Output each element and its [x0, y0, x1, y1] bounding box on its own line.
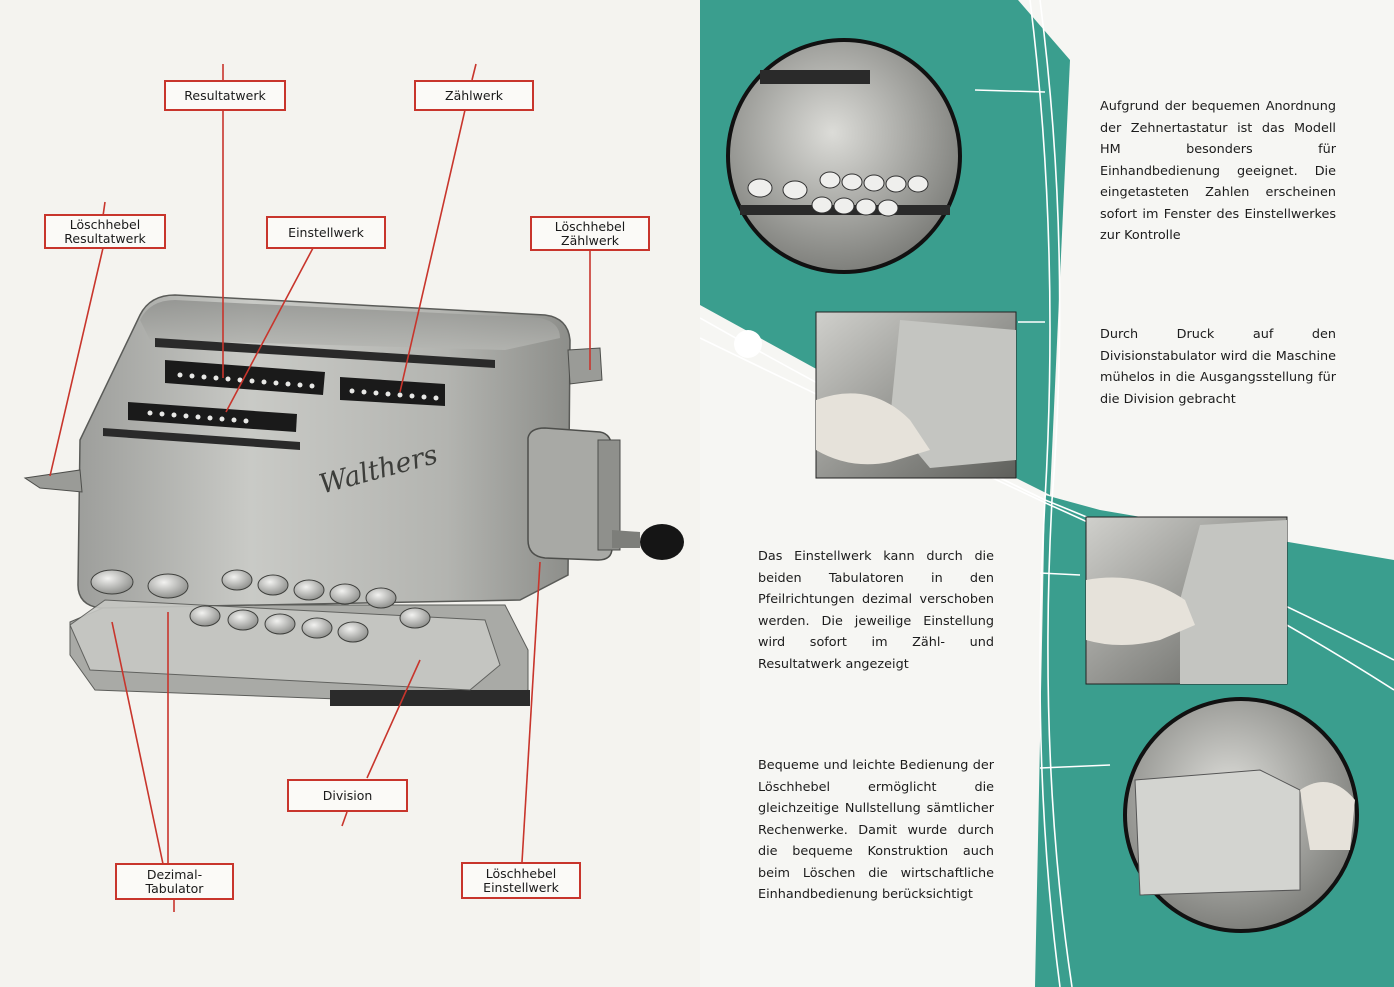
label-text: Resultatwerk	[184, 87, 266, 103]
label-text: Zählwerk	[445, 87, 503, 103]
label-text-line-1: Löschhebel	[485, 865, 557, 881]
label-zaehlwerk: Zählwerk	[414, 80, 534, 111]
left-page: Walthers Resultatwerk Zählwerk Löschhebe…	[0, 0, 700, 987]
label-resultatwerk: Resultatwerk	[164, 80, 286, 111]
label-text-line-2: Tabulator	[145, 880, 204, 896]
label-text: Einstellwerk	[288, 224, 364, 240]
paragraph-einstellwerk: Das Einstellwerk kann durch die beiden T…	[758, 549, 994, 672]
paragraph-zehnertastatur: Aufgrund der bequemen Anordnung der Zehn…	[1100, 99, 1336, 243]
calculator-illustration: Walthers	[23, 63, 684, 912]
label-division: Division	[287, 779, 408, 812]
label-text-line-2: Einstellwerk	[483, 879, 559, 895]
label-text: Division	[322, 787, 373, 803]
paragraph-divisionstabulator: Durch Druck auf den Divisionstabulator w…	[1100, 327, 1336, 407]
label-loeschhebel-einstellwerk: Löschhebel Einstellwerk	[461, 862, 581, 899]
label-text-line-1: Löschhebel	[554, 218, 626, 234]
label-loeschhebel-zaehlwerk: Löschhebel Zählwerk	[530, 216, 650, 251]
label-text-line-2: Resultatwerk	[64, 230, 146, 246]
right-page-graphics	[700, 0, 1394, 987]
label-einstellwerk: Einstellwerk	[266, 216, 386, 249]
label-text-line-1: Löschhebel	[69, 216, 141, 232]
label-dezimal-tabulator: Dezimal- Tabulator	[115, 863, 234, 900]
right-page: Aufgrund der bequemen Anordnung der Zehn…	[700, 0, 1394, 987]
label-text-line-2: Zählwerk	[561, 232, 619, 248]
label-text-line-1: Dezimal-	[146, 866, 203, 882]
label-loeschhebel-resultatwerk: Löschhebel Resultatwerk	[44, 214, 166, 249]
paragraph-loeschhebel: Bequeme und leichte Bedienung der Löschh…	[758, 758, 994, 902]
